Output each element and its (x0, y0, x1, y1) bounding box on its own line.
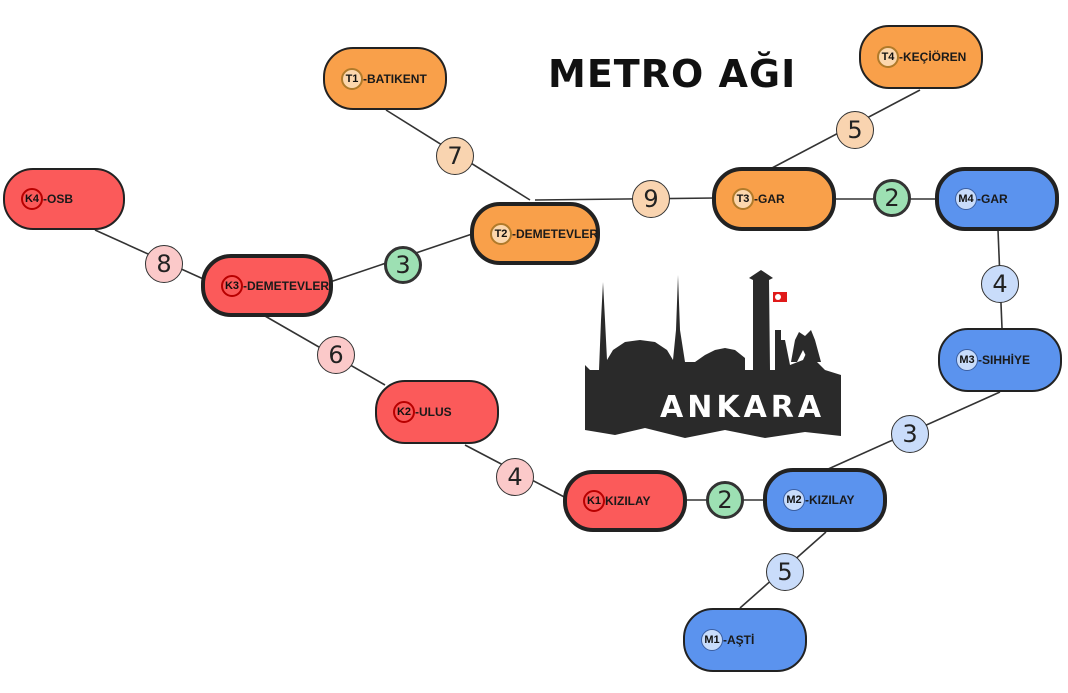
station-k2[interactable]: K2-ULUS (375, 380, 499, 444)
station-label: -KEÇİÖREN (899, 50, 967, 64)
station-badge: T1 (341, 67, 363, 90)
station-badge: K1 (583, 490, 605, 512)
ankara-skyline-logo (585, 270, 841, 438)
edge-weight-k3-k2: 6 (317, 336, 355, 374)
station-label: -BATIKENT (363, 71, 427, 86)
station-badge: K4 (21, 188, 43, 210)
station-badge: M3 (956, 349, 978, 371)
station-badge: T2 (490, 222, 512, 245)
station-k4[interactable]: K4-OSB (3, 168, 125, 230)
edge-t2-t3 (534, 197, 716, 201)
station-label: -KIZILAY (805, 493, 855, 507)
station-badge: K2 (393, 401, 415, 423)
station-m1[interactable]: M1-AŞTİ (683, 608, 807, 672)
station-label: -DEMETEVLER (243, 278, 330, 293)
edge-weight-t3-m4: 2 (873, 179, 911, 217)
edge-weight-k4-k3: 8 (145, 245, 183, 283)
station-badge: K3 (221, 274, 243, 297)
station-label: -SIHHİYE (978, 353, 1031, 367)
edge-weight-t3-t4: 5 (836, 111, 874, 149)
station-m4[interactable]: M4-GAR (935, 167, 1059, 231)
station-label: -OSB (43, 192, 73, 206)
station-badge: M2 (783, 489, 805, 511)
edge-weight-k2-k1: 4 (496, 458, 534, 496)
edge-weight-m2-m1: 5 (766, 553, 804, 591)
edge-weight-k3-t2: 3 (384, 246, 422, 284)
station-label: -AŞTİ (723, 633, 755, 647)
station-t4[interactable]: T4-KEÇİÖREN (859, 25, 983, 89)
station-badge: T4 (877, 46, 899, 68)
edge-weight-t2-t3: 9 (632, 180, 670, 218)
station-label: -GAR (977, 192, 1008, 206)
edge-weight-t1-t2: 7 (436, 137, 474, 175)
diagram-title: METRO AĞI (548, 52, 797, 96)
station-t2[interactable]: T2-DEMETEVLER (470, 202, 600, 265)
edge-weight-m4-m3: 4 (981, 265, 1019, 303)
station-badge: T3 (732, 188, 754, 210)
station-m2[interactable]: M2-KIZILAY (763, 468, 887, 532)
edge-weight-m3-m2: 3 (891, 415, 929, 453)
station-label: -DEMETEVLER (512, 226, 599, 241)
station-label: -GAR (754, 192, 785, 206)
station-label: KIZILAY (605, 494, 651, 508)
station-badge: M1 (701, 629, 723, 651)
station-t1[interactable]: T1-BATIKENT (323, 47, 447, 110)
logo-text: ANKARA (660, 390, 826, 425)
station-label: -ULUS (415, 405, 452, 419)
station-badge: M4 (955, 188, 977, 210)
station-m3[interactable]: M3-SIHHİYE (938, 328, 1062, 392)
station-t3[interactable]: T3-GAR (712, 167, 836, 231)
station-k3[interactable]: K3-DEMETEVLER (201, 254, 333, 317)
edge-weight-k1-m2: 2 (706, 481, 744, 519)
